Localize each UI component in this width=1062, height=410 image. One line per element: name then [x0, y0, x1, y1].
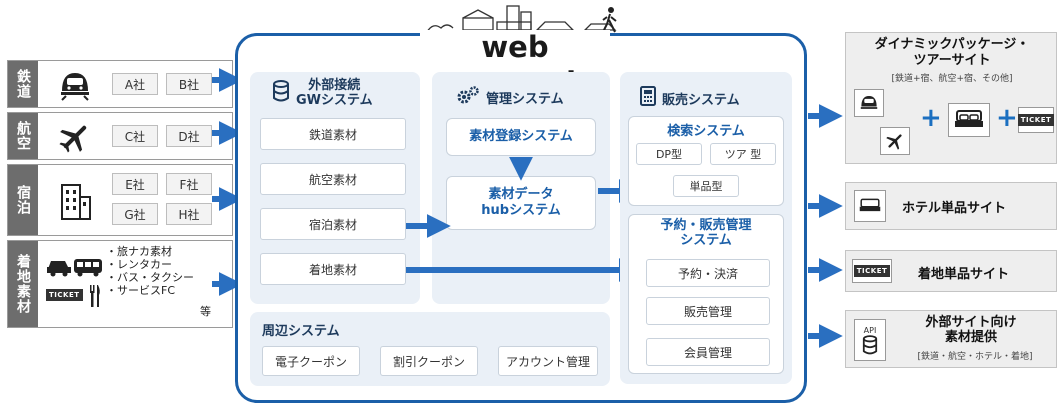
airplane-icon — [58, 120, 92, 158]
booking-item: 販売管理 — [646, 297, 770, 325]
plus-icon: + — [996, 103, 1018, 133]
output-title: 着地単品サイト — [918, 267, 1010, 282]
ticket-text: TICKET — [853, 265, 891, 277]
peripheral-item: 電子クーポン — [262, 346, 360, 376]
ticket-icon: TICKET — [852, 259, 892, 283]
api-label: API — [863, 325, 877, 335]
booking-title: 予約・販売管理 システム — [628, 218, 784, 248]
peripheral-title: 周辺システム — [262, 324, 340, 339]
api-database-icon: API — [854, 319, 886, 361]
booking-title-line2: システム — [680, 233, 732, 248]
cutlery-icon — [88, 285, 102, 311]
search-item: 単品型 — [673, 175, 739, 197]
calculator-icon — [640, 86, 656, 110]
destination-item: ・レンタカー — [106, 258, 172, 271]
category-label: 着地素材 — [8, 241, 38, 327]
destination-item: ・サービスFC — [106, 284, 176, 297]
category-lodging: 宿泊 E社 F社 G社 H社 — [7, 164, 233, 236]
output-title: 外部サイト向け 素材提供 — [896, 315, 1046, 345]
hub-line2: hubシステム — [481, 203, 561, 218]
output-title: ホテル単品サイト — [902, 201, 1007, 216]
company-chip: C社 — [112, 125, 158, 147]
sales-title-text: 販売システム — [662, 92, 740, 108]
output-sub: [鉄道・航空・ホテル・着地] — [917, 352, 1033, 362]
gw-title: 外部接続 GWシステム — [272, 78, 373, 108]
booking-item: 会員管理 — [646, 338, 770, 366]
gw-item: 着地素材 — [260, 253, 406, 285]
output-external: API 外部サイト向け 素材提供 [鉄道・航空・ホテル・着地] — [845, 310, 1057, 368]
output-title-line1: 外部サイト向け — [925, 315, 1017, 330]
gw-title-line2: GWシステム — [296, 93, 373, 108]
category-label: 鉄道 — [8, 61, 38, 107]
building-icon — [60, 181, 92, 225]
output-dp-tour: ダイナミックパッケージ・ ツアーサイト [鉄道+宿、航空+宿、その他] + + … — [845, 32, 1057, 164]
gears-icon — [456, 86, 480, 108]
output-sub: [鉄道+宿、航空+宿、その他] — [891, 74, 1013, 84]
destination-item: ・バス・タクシー — [106, 271, 194, 284]
gw-item: 鉄道素材 — [260, 118, 406, 150]
category-label: 航空 — [8, 113, 38, 159]
search-title: 検索システム — [667, 124, 745, 139]
output-title: ダイナミックパッケージ・ ツアーサイト — [846, 37, 1058, 69]
gw-item: 航空素材 — [260, 163, 406, 195]
car-bus-icon — [46, 255, 104, 281]
booking-item: 予約・決済 — [646, 259, 770, 287]
ticket-icon: TICKET — [1017, 107, 1055, 133]
peripheral-item: アカウント管理 — [498, 346, 598, 376]
booking-title-line1: 予約・販売管理 — [660, 218, 752, 233]
train-icon — [58, 69, 92, 105]
output-title-line2: 素材提供 — [944, 330, 997, 345]
peripheral-item: 割引クーポン — [380, 346, 478, 376]
database-icon — [272, 80, 290, 106]
destination-items: ・旅ナカ素材 ・レンタカー ・バス・タクシー ・サービスFC — [106, 245, 194, 297]
category-label: 宿泊 — [8, 165, 38, 235]
output-hotel: ホテル単品サイト — [845, 182, 1057, 230]
train-icon — [854, 89, 884, 117]
destination-etc: 等 — [200, 305, 211, 318]
company-chip: A社 — [112, 73, 158, 95]
admin-title-text: 管理システム — [486, 91, 564, 107]
admin-title: 管理システム — [456, 86, 564, 108]
gw-title-line1: 外部接続 — [308, 78, 361, 93]
destination-item: ・旅ナカ素材 — [106, 245, 172, 258]
ticket-icon: TICKET — [46, 289, 83, 301]
ticket-text: TICKET — [1017, 114, 1055, 126]
hub-line1: 素材データ — [488, 187, 554, 202]
category-railway: 鉄道 A社 B社 — [7, 60, 233, 108]
bed-icon — [948, 103, 990, 137]
plus-icon: + — [920, 103, 942, 133]
output-title-line2: ツアーサイト — [913, 53, 991, 68]
airplane-icon — [880, 127, 910, 155]
company-chip: D社 — [166, 125, 212, 147]
search-item: DP型 — [636, 143, 702, 165]
bed-icon — [854, 190, 886, 222]
gw-item: 宿泊素材 — [260, 208, 406, 240]
company-chip: H社 — [166, 203, 212, 225]
hub-system: 素材データ hubシステム — [446, 176, 596, 230]
search-item: ツア 型 — [710, 143, 776, 165]
output-destination: TICKET 着地単品サイト — [845, 250, 1057, 292]
company-chip: G社 — [112, 203, 158, 225]
company-chip: F社 — [166, 173, 212, 195]
company-chip: E社 — [112, 173, 158, 195]
register-system: 素材登録システム — [446, 118, 596, 156]
category-airline: 航空 C社 D社 — [7, 112, 233, 160]
company-chip: B社 — [166, 73, 212, 95]
output-title-line1: ダイナミックパッケージ・ — [874, 37, 1030, 52]
sales-title: 販売システム — [640, 86, 740, 110]
category-destination: 着地素材 TICKET ・旅ナカ素材 ・レンタカー ・バス・タクシー ・サービス… — [7, 240, 233, 328]
